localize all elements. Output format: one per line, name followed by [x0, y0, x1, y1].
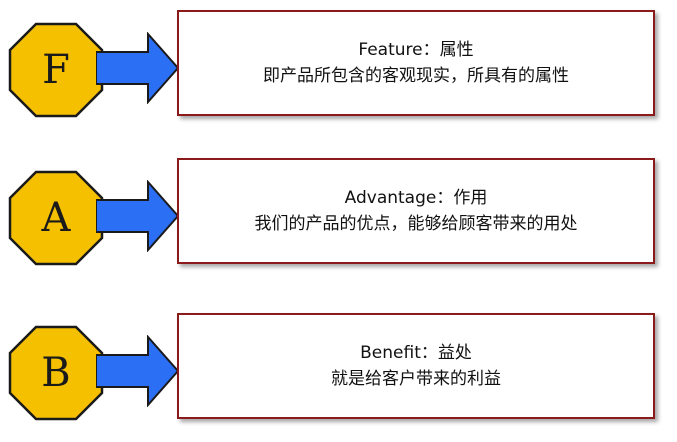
benefit-row: B Benefit：益处 就是给客户带来的利益 — [0, 313, 677, 429]
benefit-description: 就是给客户带来的利益 — [331, 369, 501, 389]
feature-letter: F — [42, 47, 70, 93]
benefit-title: Benefit：益处 — [360, 343, 472, 363]
advantage-card: Advantage：作用 我们的产品的优点，能够给顾客带来的用处 — [177, 158, 655, 264]
advantage-title: Advantage：作用 — [344, 188, 488, 208]
feature-card: Feature：属性 即产品所包含的客观现实，所具有的属性 — [177, 10, 655, 116]
octagon-icon — [8, 325, 104, 421]
octagon-icon — [8, 22, 104, 118]
advantage-description: 我们的产品的优点，能够给顾客带来的用处 — [254, 214, 578, 234]
feature-title: Feature：属性 — [358, 40, 474, 60]
right-arrow-icon — [96, 180, 180, 252]
feature-badge: F — [8, 22, 104, 118]
feature-row: F Feature：属性 即产品所包含的客观现实，所具有的属性 — [0, 10, 677, 126]
right-arrow-icon — [96, 32, 180, 104]
advantage-letter: A — [41, 195, 71, 241]
octagon-icon — [8, 170, 104, 266]
benefit-letter: B — [41, 350, 71, 396]
benefit-badge: B — [8, 325, 104, 421]
advantage-row: A Advantage：作用 我们的产品的优点，能够给顾客带来的用处 — [0, 158, 677, 274]
right-arrow-icon — [96, 335, 180, 407]
benefit-card: Benefit：益处 就是给客户带来的利益 — [177, 313, 655, 419]
advantage-badge: A — [8, 170, 104, 266]
feature-description: 即产品所包含的客观现实，所具有的属性 — [263, 66, 569, 86]
